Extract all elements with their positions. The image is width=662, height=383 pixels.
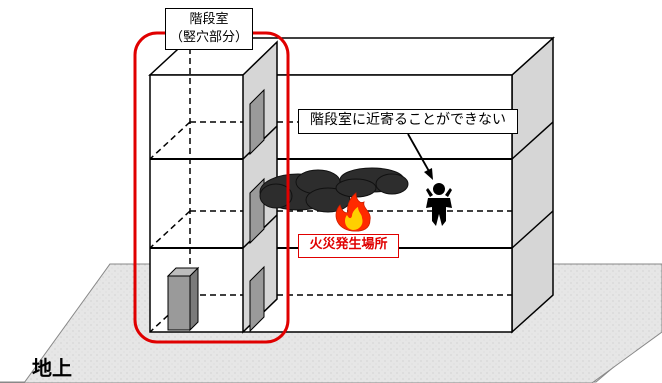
stairwell-label-line1: 階段室 xyxy=(189,12,229,27)
stairwell-label-line2: （竪穴部分） xyxy=(169,30,248,45)
stair-doors xyxy=(249,88,265,333)
building-side xyxy=(511,36,554,334)
fire-icon xyxy=(335,192,371,232)
fire-location-label: 火災発生場所 xyxy=(298,234,399,258)
stairwell-label: 階段室 （竪穴部分） xyxy=(165,8,253,50)
stairwell-unreachable-callout: 階段室に近寄ることができない xyxy=(298,109,518,134)
smoke-icon xyxy=(259,167,409,213)
ground-label: 地上 xyxy=(32,356,72,380)
stair-box xyxy=(166,266,200,332)
person-icon xyxy=(426,183,452,226)
